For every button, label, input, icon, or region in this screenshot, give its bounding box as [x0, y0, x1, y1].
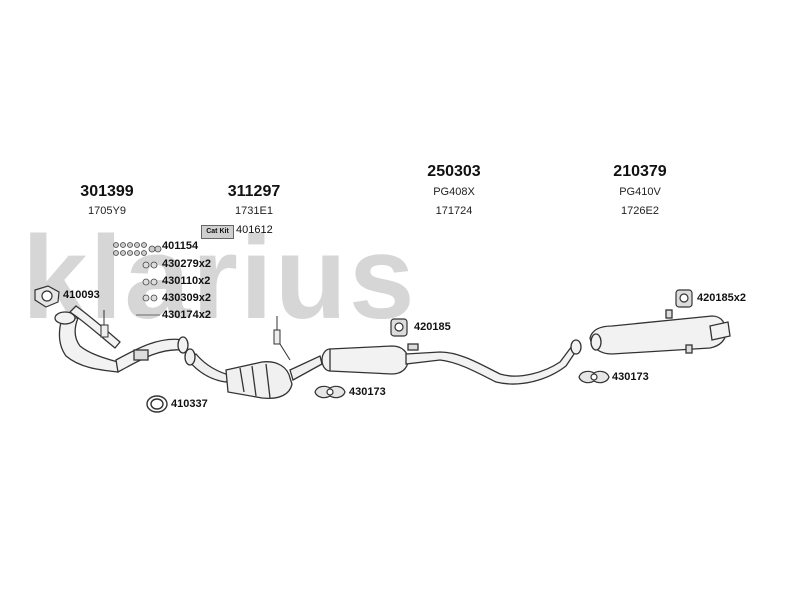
- part-label-430173-left: 430173: [349, 386, 386, 398]
- mount-420185x2-icon: [675, 289, 693, 308]
- part-label-420185: 420185: [414, 321, 451, 333]
- part-label-401154: 401154: [162, 240, 199, 252]
- front-pipe-301399: [54, 305, 189, 374]
- ring-410337-icon: [146, 395, 168, 413]
- part-label-430279: 430279x2: [162, 258, 211, 270]
- part-label-410337: 410337: [171, 398, 208, 410]
- gasket-430173-left-icon: [314, 385, 346, 399]
- group-301399-number: 301399: [80, 183, 134, 200]
- group-250303-number: 250303: [427, 163, 481, 180]
- lambda-sensor-cat: [273, 316, 291, 361]
- catalytic-converter-311297: [184, 348, 323, 400]
- lambda-sensor-front: [100, 310, 109, 338]
- gasket-430173-right-icon: [578, 370, 610, 384]
- rear-silencer-210379: [589, 309, 731, 355]
- gasket-410093-icon: [34, 285, 60, 308]
- group-210379-code-2: 1726E2: [621, 205, 659, 217]
- nut-icons: [136, 261, 160, 316]
- middle-silencer-250303: [321, 339, 582, 385]
- cat-kit-badge: Cat Kit: [201, 225, 234, 239]
- part-label-430309: 430309x2: [162, 292, 211, 304]
- group-301399-code: 1705Y9: [88, 205, 126, 217]
- group-311297-number: 311297: [227, 183, 281, 200]
- part-label-430173-right: 430173: [612, 371, 649, 383]
- bolt-set-icons: [113, 242, 162, 256]
- group-250303-code-1: PG408X: [433, 186, 475, 198]
- group-311297-code: 1731E1: [235, 205, 273, 217]
- mount-420185-icon: [390, 318, 408, 337]
- group-210379-code-1: PG410V: [619, 186, 661, 198]
- part-label-410093: 410093: [63, 289, 100, 301]
- part-label-420185x2: 420185x2: [697, 292, 746, 304]
- cat-kit-code: 401612: [236, 224, 273, 236]
- part-label-430174: 430174x2: [162, 309, 211, 321]
- part-label-430110: 430110x2: [162, 275, 211, 287]
- group-250303-code-2: 171724: [435, 205, 473, 217]
- group-210379-number: 210379: [613, 163, 667, 180]
